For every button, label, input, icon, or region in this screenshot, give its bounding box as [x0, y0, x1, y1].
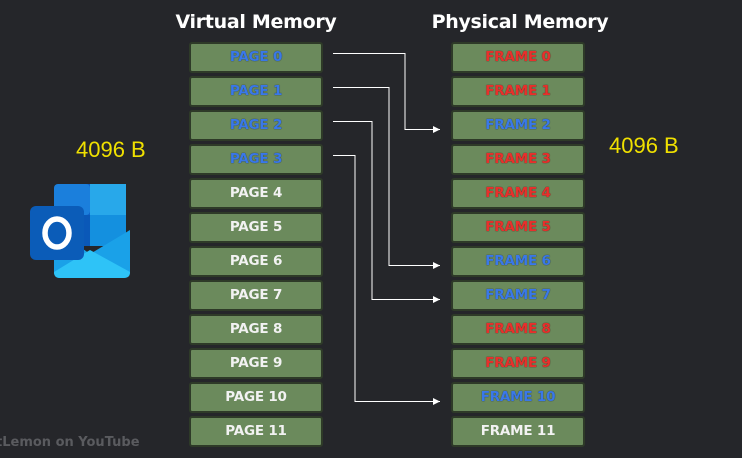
physical-frame-7: FRAME 7 — [451, 280, 585, 311]
outlook-icon — [30, 184, 130, 278]
page-size-label: 4096 B — [76, 137, 146, 162]
physical-frame-9: FRAME 9 — [451, 348, 585, 379]
virtual-page-6: PAGE 6 — [189, 246, 323, 277]
physical-frame-2: FRAME 2 — [451, 110, 585, 141]
physical-frame-6: FRAME 6 — [451, 246, 585, 277]
virtual-page-4: PAGE 4 — [189, 178, 323, 209]
virtual-page-10: PAGE 10 — [189, 382, 323, 413]
virtual-page-9: PAGE 9 — [189, 348, 323, 379]
physical-memory-title: Physical Memory — [431, 11, 609, 33]
physical-frame-11: FRAME 11 — [451, 416, 585, 447]
mapping-arrow-page-1-frame-6 — [333, 87, 440, 269]
mapping-arrow-page-0-frame-2 — [333, 53, 440, 133]
virtual-page-2: PAGE 2 — [189, 110, 323, 141]
virtual-memory-title: Virtual Memory — [175, 11, 337, 33]
physical-frame-0: FRAME 0 — [451, 42, 585, 73]
virtual-page-3: PAGE 3 — [189, 144, 323, 175]
watermark: tLemon on YouTube — [0, 435, 140, 450]
virtual-page-1: PAGE 1 — [189, 76, 323, 107]
physical-frame-10: FRAME 10 — [451, 382, 585, 413]
virtual-page-8: PAGE 8 — [189, 314, 323, 345]
physical-frame-5: FRAME 5 — [451, 212, 585, 243]
virtual-page-0: PAGE 0 — [189, 42, 323, 73]
virtual-page-5: PAGE 5 — [189, 212, 323, 243]
mapping-arrow-page-2-frame-7 — [333, 121, 440, 303]
physical-frame-3: FRAME 3 — [451, 144, 585, 175]
virtual-page-7: PAGE 7 — [189, 280, 323, 311]
physical-frame-1: FRAME 1 — [451, 76, 585, 107]
virtual-page-11: PAGE 11 — [189, 416, 323, 447]
physical-frame-4: FRAME 4 — [451, 178, 585, 209]
frame-size-label: 4096 B — [609, 133, 679, 158]
physical-frame-8: FRAME 8 — [451, 314, 585, 345]
mapping-arrow-page-3-frame-10 — [333, 155, 440, 405]
